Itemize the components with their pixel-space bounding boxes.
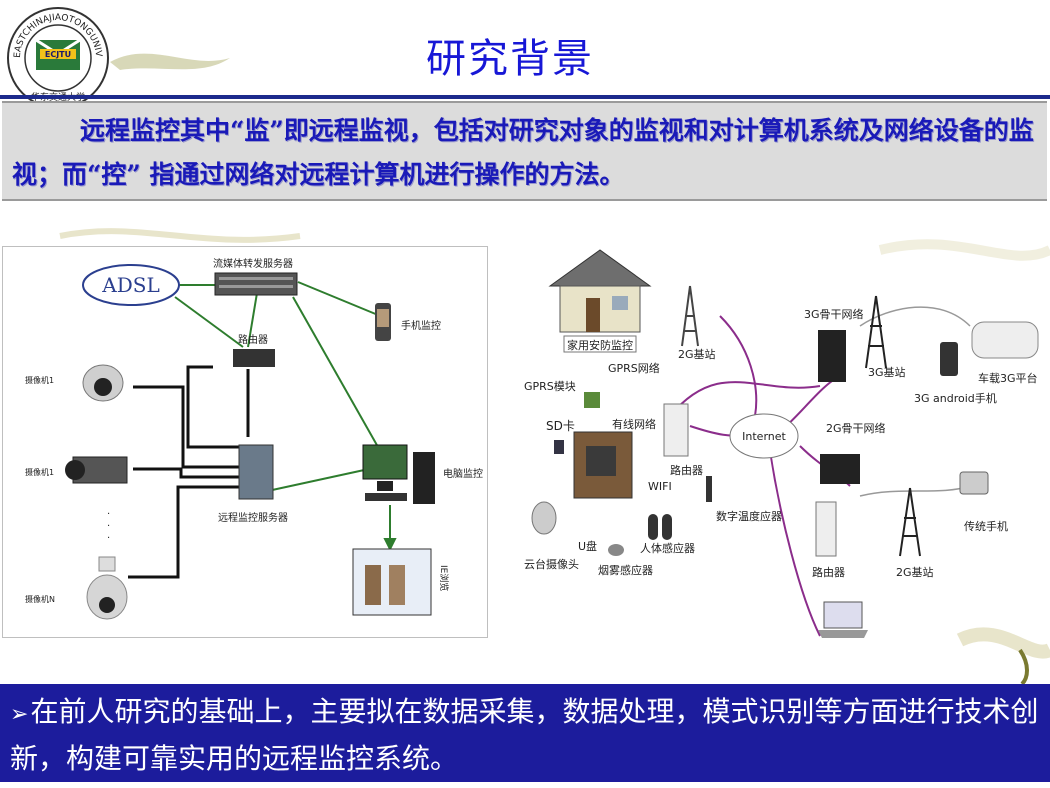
summary-text: 在前人研究的基础上，主要拟在数据采集，数据处理，模式识别等方面进行技术创新，构建… bbox=[10, 695, 1039, 775]
svg-text:·: · bbox=[107, 533, 110, 544]
base-3g-label: 3G基站 bbox=[868, 365, 906, 379]
tower-2g-top-icon bbox=[681, 285, 699, 347]
smoke-sensor-label: 烟雾感应器 bbox=[598, 563, 653, 577]
camera-n-label: 摄像机N bbox=[25, 594, 55, 604]
server-2g-icon bbox=[820, 454, 860, 484]
base-2g-top-label: 2G基站 bbox=[678, 347, 716, 361]
temp-sensor-label: 数字温度应器 bbox=[716, 509, 782, 523]
wifi-label: WIFI bbox=[648, 480, 672, 493]
router-icon bbox=[233, 349, 275, 367]
adsl-label: ADSL bbox=[101, 273, 159, 297]
gprs-module-label: GPRS模块 bbox=[524, 380, 576, 393]
summary-paragraph: ➢在前人研究的基础上，主要拟在数据采集，数据处理，模式识别等方面进行技术创新，构… bbox=[10, 690, 1046, 781]
android-label: 3G android手机 bbox=[914, 391, 997, 405]
adsl-node bbox=[82, 264, 180, 306]
pc-tower-icon bbox=[413, 452, 435, 504]
intro-paragraph: 远程监控其中“监”即远程监视，包括对研究对象的监视和对计算机系统及网络设备的监视… bbox=[12, 109, 1042, 197]
remote-server-label: 远程监控服务器 bbox=[218, 511, 288, 524]
svg-text:·: · bbox=[107, 509, 110, 520]
logo-badge: ECJTU bbox=[45, 50, 71, 59]
summary-banner bbox=[0, 684, 1050, 782]
traditional-phone-icon bbox=[959, 471, 989, 495]
udisk-label: U盘 bbox=[578, 539, 597, 553]
green-links bbox=[174, 281, 397, 552]
camera-1-label: 摄像机1 bbox=[25, 375, 54, 385]
router-bottom-label: 路由器 bbox=[812, 565, 845, 579]
intro-box bbox=[2, 101, 1047, 201]
svg-text:·: · bbox=[107, 521, 110, 532]
phone-label: 手机监控 bbox=[401, 319, 441, 332]
page-title: 研究背景 bbox=[426, 36, 594, 82]
android-phone-icon bbox=[940, 342, 958, 376]
remote-server-icon bbox=[238, 444, 274, 500]
cradle-camera-label: 云台摄像头 bbox=[524, 557, 579, 571]
backbone-3g-label: 3G骨干网络 bbox=[804, 307, 864, 321]
car-icon bbox=[971, 321, 1039, 359]
stream-server-icon bbox=[214, 272, 298, 296]
left-network-diagram: ADSL 流媒体转发服务器 路由器 手机监控 摄像机1 摄像机1 · · · 摄… bbox=[2, 246, 488, 638]
university-logo: EASTCHINAJIAOTONGUNIVERSITY ECJTU 华东交通大学 bbox=[6, 6, 109, 109]
bullet-arrow-icon: ➢ bbox=[10, 702, 29, 727]
black-links bbox=[128, 365, 250, 579]
router-right-icon bbox=[663, 403, 689, 457]
traditional-phone-label: 传统手机 bbox=[964, 519, 1008, 533]
home-security-label: 家用安防监控 bbox=[567, 338, 633, 352]
internet-cloud-icon bbox=[729, 413, 799, 459]
router-right-label: 路由器 bbox=[670, 463, 703, 477]
camera-2-label: 摄像机1 bbox=[25, 467, 54, 477]
laptop-icon bbox=[823, 601, 863, 629]
car-platform-label: 车载3G平台 bbox=[978, 371, 1038, 385]
ie-label: IE浏览 bbox=[438, 565, 450, 591]
base-2g-bottom-label: 2G基站 bbox=[896, 565, 934, 579]
tower-3g-icon bbox=[865, 295, 887, 369]
sd-card-label: SD卡 bbox=[546, 419, 575, 433]
tower-2g-bottom-icon bbox=[899, 487, 921, 557]
wired-network-label: 有线网络 bbox=[612, 417, 656, 431]
intro-text: 远程监控其中“监”即远程监视，包括对研究对象的监视和对计算机系统及网络设备的监视… bbox=[12, 116, 1034, 189]
stream-server-label: 流媒体转发服务器 bbox=[213, 257, 293, 270]
title-underline bbox=[0, 95, 1050, 99]
house-roof-icon bbox=[548, 249, 652, 287]
right-network-diagram: 家用安防监控 2G基站 GPRS网络 GPRS模块 3G骨干网络 3G基站 3G… bbox=[524, 249, 1039, 638]
router-label: 路由器 bbox=[238, 333, 268, 346]
pir-sensor-label: 人体感应器 bbox=[640, 541, 695, 555]
pc-label: 电脑监控 bbox=[443, 467, 483, 480]
server-3g-icon bbox=[818, 330, 846, 382]
internet-label: Internet bbox=[742, 430, 786, 443]
ptz-camera-right-icon bbox=[531, 501, 557, 535]
router-bottom-icon bbox=[815, 501, 837, 557]
backbone-2g-label: 2G骨干网络 bbox=[826, 421, 886, 435]
pc-monitor-icon bbox=[362, 444, 408, 480]
gprs-network-label: GPRS网络 bbox=[608, 361, 660, 375]
